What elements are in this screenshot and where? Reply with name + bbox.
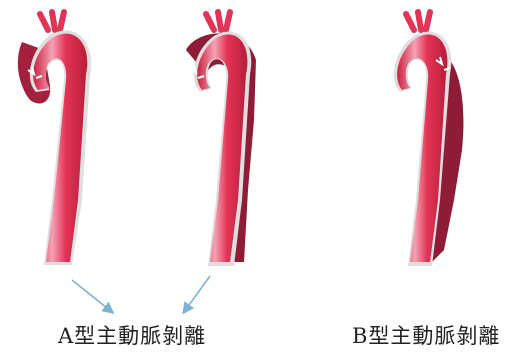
pointer-arrow-right — [184, 276, 210, 312]
branch-vessels — [40, 12, 64, 30]
caption-type-b: B型主動脈剝離 — [352, 320, 500, 350]
aorta-type-a-right — [186, 12, 256, 266]
aorta-type-b — [394, 12, 464, 266]
pointer-arrow-left — [72, 280, 112, 312]
caption-type-a: A型主動脈剝離 — [58, 320, 206, 350]
true-lumen — [33, 34, 87, 262]
branch-vessels — [206, 12, 230, 30]
aorta-type-a-left — [18, 12, 91, 265]
branch-vessels — [406, 12, 430, 30]
